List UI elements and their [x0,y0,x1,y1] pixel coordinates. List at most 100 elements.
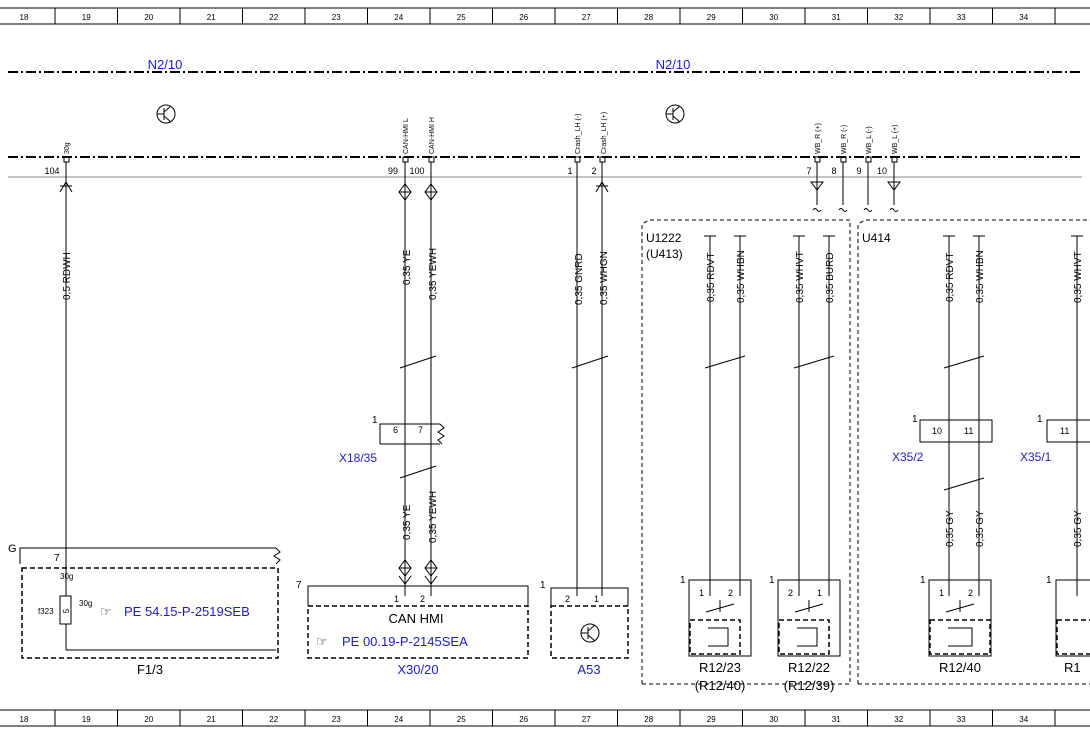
wire-label: 0,35 WHBN [736,250,747,303]
connector-number: 1 [680,575,686,586]
connector-pin: 1 [699,588,704,598]
twisted-pair-mark [399,355,437,369]
component-r1-partial[interactable]: 1 R1 [1046,575,1090,675]
connector-x18-35[interactable]: 1 6 7 X18/35 [339,415,445,465]
ruler-column-number: 26 [519,13,528,22]
connector-x35-2[interactable]: 1 10 11 X35/2 [892,414,993,464]
wire-u414-whbn[interactable]: 0,35 WHBN 0,35 GY [973,235,986,596]
wire-u1222-rdvt[interactable]: 0,35 RDVT [704,235,717,596]
wire-u1222-whbn[interactable]: 0,35 WHBN [734,235,747,596]
component-name: R12/23 [699,660,741,675]
wire-104[interactable]: 0,5 RDWH [59,162,73,564]
connector-pin: 11 [1060,426,1069,436]
pin-number: 1 [567,166,572,176]
hand-pointer-icon: ☞ [100,604,112,619]
pin-crash-lh-minus: Crash_LH (-) 1 [567,114,582,176]
pin-label: WB_L (-) [866,126,873,154]
connector-pin: 1 [394,594,399,604]
wire-label: 0,35 WHGN [599,251,610,305]
wire-u1222-burd[interactable]: 0,35 BURD [823,235,836,596]
pin-number: 100 [409,166,424,176]
pin-label: WB_R (-) [841,125,848,154]
connector-pin: 7 [418,425,423,435]
ruler-column-number: 20 [144,715,153,724]
connector-number: 1 [1037,414,1043,425]
ruler-column-number: 18 [20,13,29,22]
module-label-left[interactable]: N2/10 [148,57,183,72]
component-r12-22[interactable]: 1 2 1 R12/22 (R12/39) [769,575,841,693]
pin-label: Crash_LH (+) [601,112,608,154]
connector-pin: 1 [817,588,822,598]
component-name: X30/20 [397,662,438,677]
pin-label: WB_L (+) [892,125,899,155]
pin-label: CAN-HMI L [403,118,410,154]
connector-name: X35/2 [892,450,924,464]
connector-pin: 2 [728,588,733,598]
connector-number: 7 [296,580,302,591]
wire-label: 0,35 YEWH [428,491,439,543]
wire-label: 0,35 RDVT [706,253,717,302]
group-u1222 [641,219,851,685]
pin-30g: 30g 104 [44,142,71,176]
wire-99[interactable]: 0,35 YE 0,35 YE [398,162,413,596]
bottom-ruler [0,709,1090,727]
connector-x35-1[interactable]: 1 11 X35/1 [1020,414,1090,464]
twisted-pair-mark [943,355,985,369]
component-name: R1 [1064,660,1081,675]
connector-pin: 2 [968,588,973,598]
ruler-column-number: 21 [207,715,216,724]
ruler-column-number: 25 [457,13,466,22]
ruler-column-number: 31 [832,13,841,22]
wire-crash-2[interactable]: 0,35 WHGN [595,162,610,596]
component-r12-40[interactable]: 1 1 2 R12/40 [920,575,992,675]
wire-label: 0,35 YEWH [428,248,439,300]
fuse-label: 30g [60,572,73,581]
component-x30-20[interactable]: 7 1 2 CAN HMI ☞ PE 00.19-P-2145SEA X30/2… [296,580,529,677]
wire-u414-rdvt[interactable]: 0,35 RDVT 0,35 GY [943,235,956,596]
wire-label: 0,35 BURD [825,252,836,303]
hand-pointer-icon: ☞ [316,634,328,649]
pin-wb-r-plus: WB_R (+) 7 [806,123,822,176]
component-f1-3[interactable]: G 7 30g 30g f323 5 ☞ PE 54.15-P-2519SEB … [8,543,281,677]
pin-label: Crash_LH (-) [575,114,582,154]
component-alt-name: (R12/39) [784,678,835,693]
pin-number: 104 [44,166,59,176]
wire-label: 0,35 WHVT [795,251,806,303]
module-label-right[interactable]: N2/10 [656,57,691,72]
pin-label: 30g [64,142,71,154]
connector-number: 1 [540,580,546,591]
pin-wb-l-plus: WB_L (+) 10 [877,125,899,177]
wire-crash-1[interactable]: 0,35 GNRD [574,162,585,596]
pin-wb-l-minus: WB_L (-) 9 [856,126,873,176]
wb-stubs [810,162,901,212]
wire-u1222-whvt[interactable]: 0,35 WHVT [793,235,806,596]
ruler-column-number: 21 [207,13,216,22]
pin-can-hmi-l: CAN-HMI L 99 [388,118,410,176]
component-title: CAN HMI [389,611,444,626]
twisted-pair-mark [704,355,746,369]
ruler-column-number: 26 [519,715,528,724]
fuse-id: f323 [38,607,54,616]
wire-label: 0,35 GNRD [574,253,585,305]
group-name: U414 [862,231,891,245]
ruler-column-number: 23 [332,13,341,22]
component-name: F1/3 [137,662,163,677]
wire-100[interactable]: 0,35 YEWH 0,35 YEWH [424,162,439,596]
ruler-column-number: 27 [582,13,591,22]
connector-pin: 1 [939,588,944,598]
pin-label: CAN-HMI H [429,117,436,154]
pin-number: 7 [806,166,811,176]
wire-u414-whvt[interactable]: 0,35 WHVT 0,35 GY [1071,235,1084,596]
reference-link: PE 54.15-P-2519SEB [124,604,250,619]
connector-pin: 2 [420,594,425,604]
component-a53[interactable]: 1 2 1 A53 [540,580,629,677]
ruler-column-number: 19 [82,715,91,724]
ruler-column-number: 33 [957,13,966,22]
connector-number: 1 [372,415,378,426]
component-name: A53 [577,662,600,677]
component-r12-23[interactable]: 1 1 2 R12/23 (R12/40) [680,575,752,693]
connector-number: 1 [920,575,926,586]
transistor-icon [665,104,685,124]
